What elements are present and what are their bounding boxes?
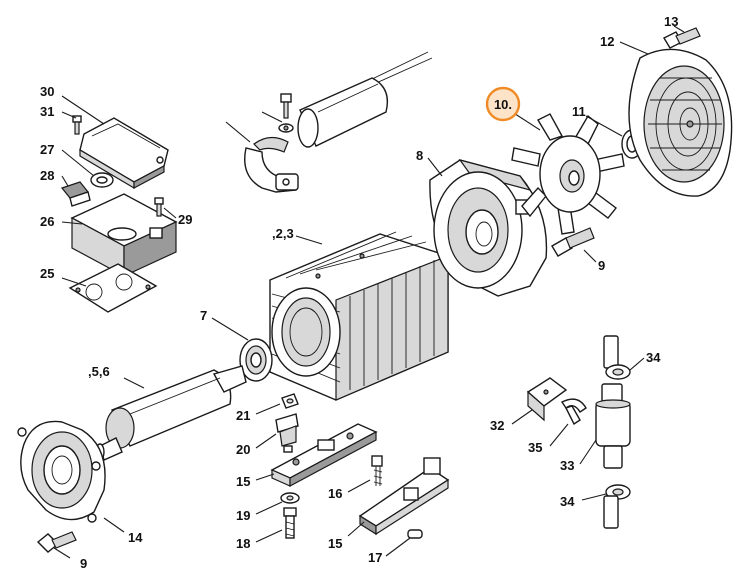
cover-screw[interactable] — [72, 115, 82, 135]
fan-housing[interactable] — [429, 158, 548, 297]
label-14[interactable]: 14 — [128, 530, 143, 545]
label-21[interactable]: 21 — [236, 408, 250, 423]
label-9-bottom[interactable]: 9 — [80, 556, 87, 571]
fan-impeller[interactable] — [511, 113, 625, 235]
label-35[interactable]: 35 — [528, 440, 542, 455]
fuse-holder[interactable] — [595, 383, 631, 469]
housing-bolt[interactable] — [551, 227, 595, 257]
label-20[interactable]: 20 — [236, 442, 250, 457]
label-28[interactable]: 28 — [40, 168, 54, 183]
label-27[interactable]: 27 — [40, 142, 54, 157]
highlight-badge-10[interactable]: 10. — [485, 86, 521, 122]
stator-housing[interactable] — [269, 231, 449, 401]
bearing[interactable] — [239, 338, 273, 382]
terminal-box-cover[interactable] — [79, 117, 169, 190]
cover-bolt[interactable] — [663, 27, 701, 49]
label-15-top[interactable]: 15 — [236, 474, 250, 489]
label-5-6[interactable]: ,5,6 — [88, 364, 110, 379]
label-19[interactable]: 19 — [236, 508, 250, 523]
label-12[interactable]: 12 — [600, 34, 614, 49]
label-9-right[interactable]: 9 — [598, 258, 605, 273]
label-34-top[interactable]: 34 — [646, 350, 661, 365]
box-screw[interactable] — [154, 197, 164, 217]
label-10: 10. — [494, 97, 512, 112]
rotor[interactable] — [95, 365, 247, 461]
terminal-gasket[interactable] — [68, 263, 158, 313]
washer[interactable] — [280, 492, 300, 504]
label-34-bottom[interactable]: 34 — [560, 494, 575, 509]
terminal-strip-top[interactable] — [270, 423, 378, 488]
label-18[interactable]: 18 — [236, 536, 250, 551]
lower-clip[interactable] — [605, 484, 631, 500]
upper-wire[interactable] — [603, 335, 619, 369]
fuse[interactable] — [407, 529, 423, 539]
label-33[interactable]: 33 — [560, 458, 574, 473]
terminal-plug[interactable] — [60, 181, 91, 207]
label-15-bottom[interactable]: 15 — [328, 536, 342, 551]
fan-cover[interactable] — [628, 48, 733, 197]
label-17[interactable]: 17 — [368, 550, 382, 565]
lower-wire[interactable] — [603, 495, 619, 529]
end-shield[interactable] — [17, 420, 106, 523]
label-25[interactable]: 25 — [40, 266, 54, 281]
label-8[interactable]: 8 — [416, 148, 423, 163]
cable-gland[interactable] — [275, 413, 299, 453]
terminal-strip-bottom[interactable] — [358, 457, 450, 536]
nut[interactable] — [281, 393, 299, 409]
clamp-screw[interactable] — [278, 93, 294, 133]
label-7[interactable]: 7 — [200, 308, 207, 323]
mounting-bracket[interactable] — [526, 377, 568, 422]
label-31[interactable]: 31 — [40, 104, 54, 119]
capacitor-clamp[interactable] — [244, 136, 299, 193]
terminal-box[interactable] — [70, 193, 178, 278]
gasket-ring[interactable] — [90, 172, 114, 188]
label-2-3[interactable]: ,2,3 — [272, 226, 294, 241]
label-13[interactable]: 13 — [664, 14, 678, 29]
wire-tie[interactable] — [560, 398, 587, 426]
label-16[interactable]: 16 — [328, 486, 342, 501]
label-26[interactable]: 26 — [40, 214, 54, 229]
label-29[interactable]: 29 — [178, 212, 192, 227]
bolt[interactable] — [283, 507, 297, 539]
label-32[interactable]: 32 — [490, 418, 504, 433]
label-11[interactable]: 11 — [572, 104, 586, 119]
highlight-circle — [485, 86, 521, 122]
upper-clip[interactable] — [605, 364, 631, 380]
endshield-bolt[interactable] — [36, 531, 77, 553]
capacitor[interactable] — [297, 51, 433, 148]
terminal-screw[interactable] — [371, 455, 383, 486]
leader-lines — [53, 25, 685, 559]
part-labels: 30 31 27 28 26 29 25 ,2,3 7 ,5,6 21 20 1… — [40, 14, 678, 571]
label-30[interactable]: 30 — [40, 84, 54, 99]
